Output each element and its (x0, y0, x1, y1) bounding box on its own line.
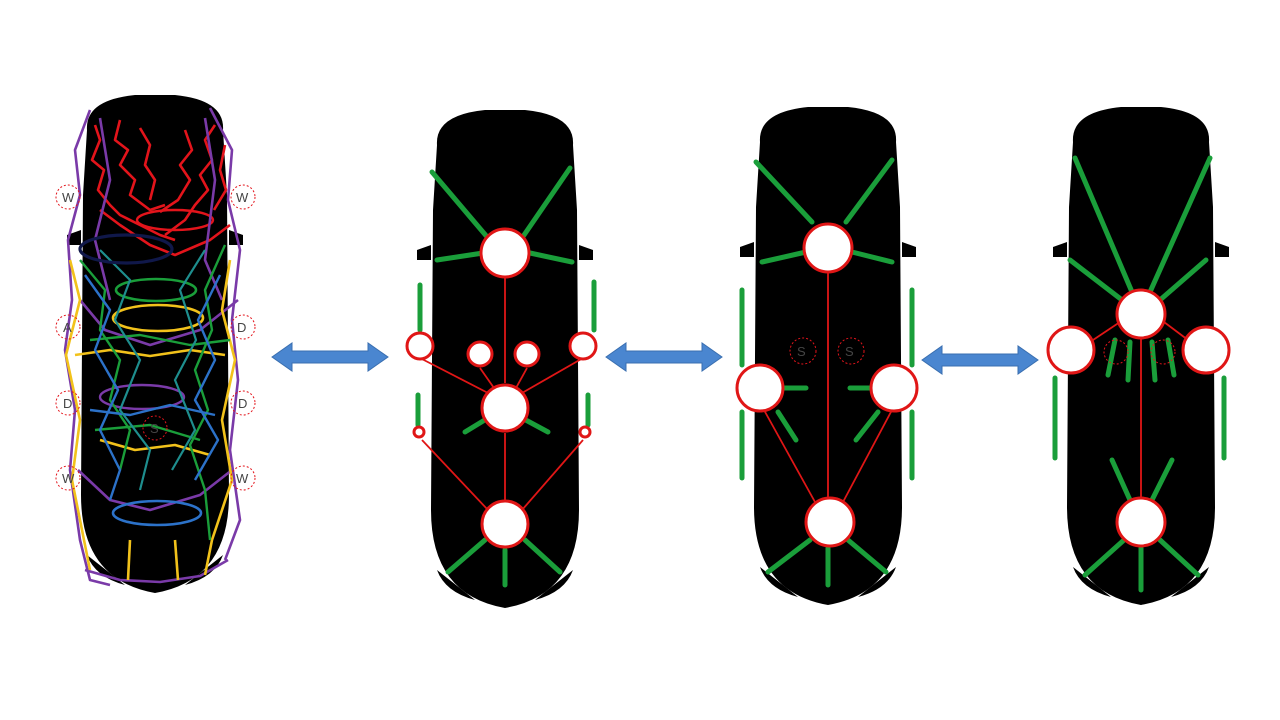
wiring-harness-teal (99, 249, 206, 491)
zone-markers-car4 (1103, 339, 1176, 365)
wiring-harness-red (90, 119, 231, 257)
zone-label: D (237, 320, 246, 335)
zone-markers-car3 (789, 337, 865, 365)
zone-label: W (236, 190, 249, 205)
double-headed-arrow-icon (271, 342, 389, 372)
zone-marker (55, 184, 81, 210)
controller-node (480, 383, 530, 433)
controller-node (466, 340, 494, 368)
controller-node (1181, 325, 1231, 375)
zone-label: W (62, 190, 75, 205)
wiring-harness-green (79, 244, 231, 541)
wiring-harness-purple (63, 107, 242, 587)
controller-node (869, 363, 919, 413)
wiring-harness-yellow (64, 259, 237, 581)
zone-label: W (62, 471, 75, 486)
zone-marker (789, 337, 817, 365)
car-zonal-architecture: S S (735, 107, 919, 605)
zone-marker (55, 390, 81, 416)
backbone-links-car3 (763, 272, 893, 503)
controller-node (513, 340, 541, 368)
controller-node (479, 227, 531, 279)
zone-marker (230, 465, 256, 491)
zone-label: D (63, 396, 72, 411)
controller-node (412, 425, 426, 439)
controller-node (1115, 288, 1167, 340)
central-controllers-car4 (1046, 288, 1231, 548)
controller-node (480, 499, 530, 549)
zone-label: S (797, 344, 806, 359)
controller-node (802, 222, 854, 274)
controller-node (1046, 325, 1096, 375)
zone-marker (55, 465, 81, 491)
backbone-links-car4 (1092, 321, 1189, 498)
zone-marker (230, 390, 256, 416)
zone-marker (1150, 339, 1176, 365)
zone-markers-car1 (55, 184, 256, 491)
sensor-connections-car2 (415, 165, 597, 588)
wiring-harness-blue (84, 274, 222, 527)
controller-node (568, 331, 598, 361)
car-centralized-architecture (1046, 107, 1231, 605)
zone-label: S (150, 421, 159, 436)
double-headed-arrow-icon (921, 345, 1039, 375)
sensor-connections-car4 (1052, 155, 1227, 593)
zone-label: W (236, 471, 249, 486)
zone-controllers-car3 (735, 222, 919, 548)
car-distributed-architecture: W W A D D D S W W (55, 95, 256, 593)
double-headed-arrow-icon (605, 342, 723, 372)
zone-label: D (238, 396, 247, 411)
zone-marker (837, 337, 865, 365)
controller-node (735, 363, 785, 413)
controller-node (1115, 496, 1167, 548)
backbone-links-car2 (419, 277, 584, 511)
domain-controllers-car2 (405, 227, 598, 549)
zone-label: A (63, 320, 72, 335)
zone-label: S (845, 344, 854, 359)
zone-marker (142, 415, 168, 441)
central-gateway-ellipse (78, 233, 174, 265)
car-domain-architecture (405, 110, 598, 608)
zone-marker (1103, 339, 1129, 365)
controller-node (578, 425, 592, 439)
zone-marker (55, 314, 81, 340)
zone-marker (230, 314, 256, 340)
controller-node (405, 331, 435, 361)
controller-node (804, 496, 856, 548)
zone-marker (230, 184, 256, 210)
